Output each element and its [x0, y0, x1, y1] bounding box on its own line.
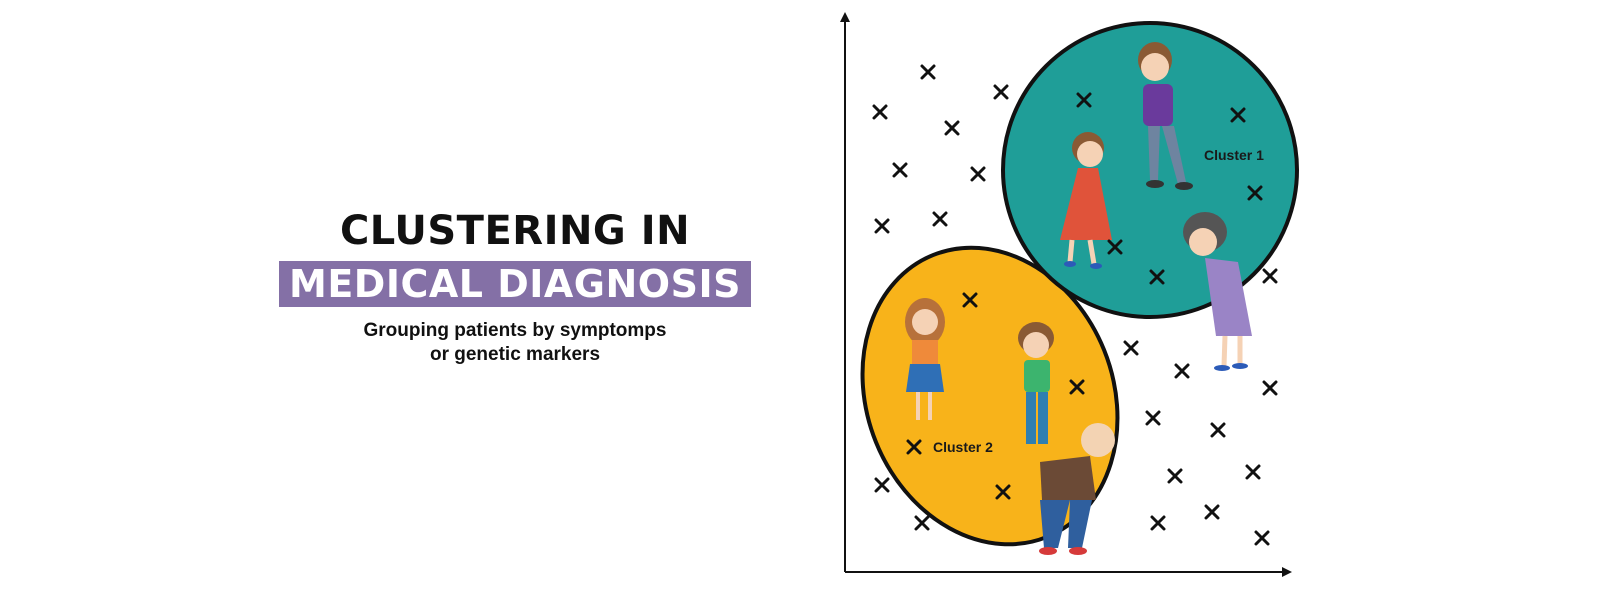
- cluster-1-label: Cluster 1: [1204, 147, 1264, 163]
- marker-x-icon: [944, 120, 960, 136]
- subtitle-line-1: Grouping patients by symptomps: [363, 320, 667, 341]
- patient-tired-man-icon: [1039, 423, 1115, 555]
- marker-x-icon: [1204, 504, 1220, 520]
- axes: [840, 12, 1292, 577]
- patient-man-coughing-icon: [1138, 42, 1193, 190]
- marker-x-icon: [1123, 340, 1139, 356]
- patient-girl-coughing-icon: [1060, 132, 1112, 269]
- patient-woman-chest-pain-icon: [1183, 212, 1252, 371]
- marker-x-icon: [872, 104, 888, 120]
- marker-x-icon: [1247, 185, 1263, 201]
- marker-x-icon: [874, 218, 890, 234]
- marker-x-icon: [920, 64, 936, 80]
- marker-x-icon: [1210, 422, 1226, 438]
- data-point-markers: [872, 64, 1278, 546]
- marker-x-icon: [1107, 239, 1123, 255]
- marker-x-icon: [874, 477, 890, 493]
- marker-x-icon: [1254, 530, 1270, 546]
- marker-x-icon: [1262, 380, 1278, 396]
- title-highlight-bar: MEDICAL DIAGNOSIS: [279, 261, 751, 307]
- marker-x-icon: [1150, 515, 1166, 531]
- cluster-2-label: Cluster 2: [933, 439, 993, 455]
- marker-x-icon: [962, 292, 978, 308]
- marker-x-icon: [993, 84, 1009, 100]
- subtitle: Grouping patients by symptomps or geneti…: [250, 319, 780, 367]
- marker-x-icon: [1076, 92, 1092, 108]
- patient-figures: [905, 42, 1252, 555]
- marker-x-icon: [914, 515, 930, 531]
- y-axis-arrow-icon: [840, 12, 850, 22]
- marker-x-icon: [1245, 464, 1261, 480]
- marker-x-icon: [1174, 363, 1190, 379]
- marker-x-icon: [892, 162, 908, 178]
- marker-x-icon: [1069, 379, 1085, 395]
- marker-x-icon: [995, 484, 1011, 500]
- marker-x-icon: [1145, 410, 1161, 426]
- subtitle-line-2: or genetic markers: [429, 344, 601, 365]
- marker-x-icon: [1167, 468, 1183, 484]
- marker-x-icon: [970, 166, 986, 182]
- marker-x-icon: [1262, 268, 1278, 284]
- title-heading: CLUSTERING IN: [339, 208, 691, 254]
- marker-x-icon: [932, 211, 948, 227]
- marker-x-icon: [906, 439, 922, 455]
- patient-boy-tissue-icon: [1018, 322, 1054, 444]
- x-axis-arrow-icon: [1282, 567, 1292, 577]
- marker-x-icon: [1230, 107, 1246, 123]
- patient-girl-tissue-icon: [905, 298, 945, 420]
- marker-x-icon: [1149, 269, 1165, 285]
- title-block: CLUSTERING IN MEDICAL DIAGNOSIS Grouping…: [250, 205, 780, 367]
